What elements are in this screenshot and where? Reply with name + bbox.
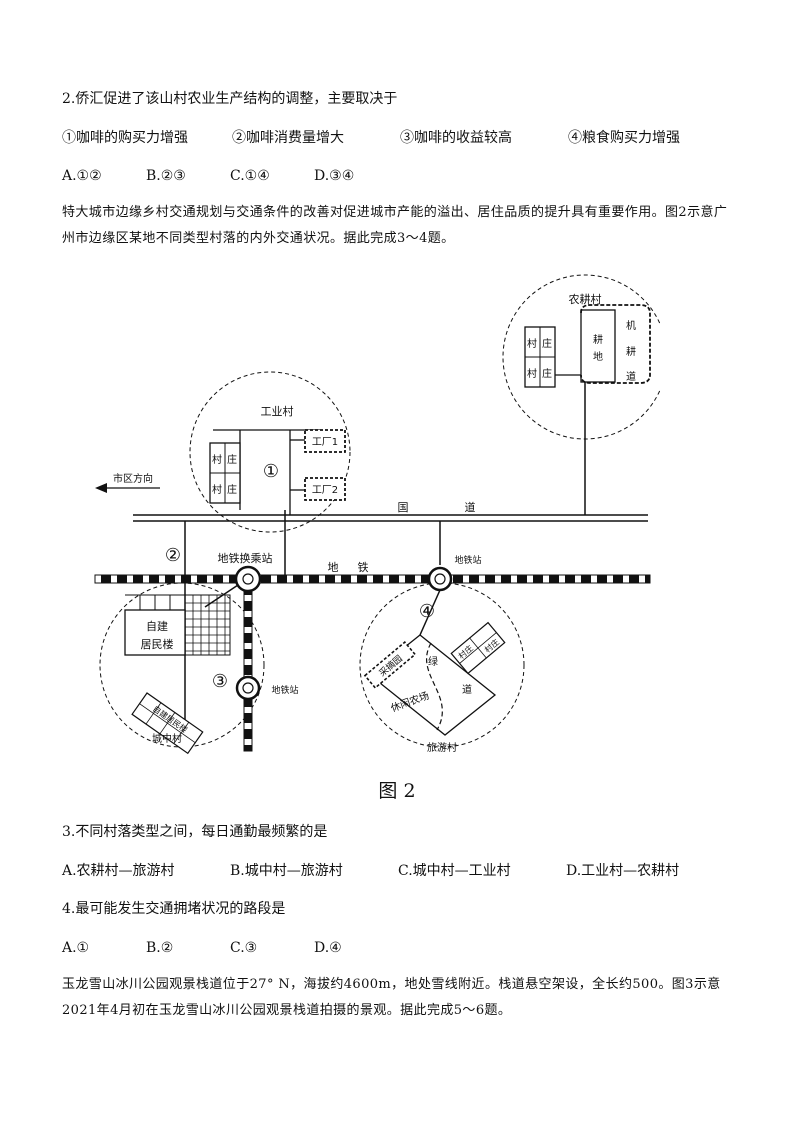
intro-paragraph-2: 玉龙雪山冰川公园观景栈道位于27° N，海拔约4600m，地处雪线附近。栈道悬空… xyxy=(62,977,721,1018)
svg-text:庄: 庄 xyxy=(542,337,552,350)
farmland xyxy=(580,309,616,383)
marker-1: ① xyxy=(263,461,279,482)
svg-text:庄: 庄 xyxy=(542,367,552,380)
svg-text:村: 村 xyxy=(212,453,222,466)
q2-item-3: ③咖啡的收益较高 xyxy=(400,130,512,146)
industrial-village-circle xyxy=(189,371,351,533)
q2-choice-c: C.①④ xyxy=(230,168,270,184)
q4-choice-d: D.④ xyxy=(314,940,342,956)
tourism-village-houses: 村庄 村庄 xyxy=(450,621,506,675)
svg-text:居民楼: 居民楼 xyxy=(141,637,174,651)
svg-text:地: 地 xyxy=(593,350,603,363)
transfer-station-label: 地铁换乘站 xyxy=(218,551,273,565)
q4-stem: 4.最可能发生交通拥堵状况的路段是 xyxy=(62,901,286,917)
svg-text:村: 村 xyxy=(527,337,537,350)
q2-choice-b: B.②③ xyxy=(146,168,186,184)
svg-text:工厂2: 工厂2 xyxy=(312,485,338,496)
svg-text:地铁站: 地铁站 xyxy=(454,554,481,566)
svg-text:机: 机 xyxy=(626,319,636,332)
q3-choice-b: B.城中村—旅游村 xyxy=(230,863,343,879)
svg-text:道: 道 xyxy=(626,370,636,383)
subway-branch xyxy=(243,582,253,752)
residential-grid xyxy=(184,594,231,656)
q2-item-2: ②咖啡消费量增大 xyxy=(232,130,344,146)
q3-choice-c: C.城中村—工业村 xyxy=(398,863,511,879)
q3-stem: 3.不同村落类型之间，每日通勤最频繁的是 xyxy=(62,824,328,840)
svg-text:地铁站: 地铁站 xyxy=(271,684,298,696)
q4-choice-a: A.① xyxy=(62,940,90,956)
svg-text:庄: 庄 xyxy=(227,453,237,466)
q2-item-4: ④粮食购买力增强 xyxy=(568,130,680,146)
self-built-residences-small: 自建居民楼 xyxy=(131,692,204,755)
q2-stem: 2.侨汇促进了该山村农业生产结构的调整，主要取决于 xyxy=(62,91,398,107)
q3-choice-d: D.工业村—农耕村 xyxy=(566,863,680,879)
svg-text:国: 国 xyxy=(398,501,409,514)
urban-village-label: 城中村 xyxy=(152,732,182,745)
svg-text:耕: 耕 xyxy=(626,345,636,358)
q4-choice-b: B.② xyxy=(146,940,174,956)
city-direction-label: 市区方向 xyxy=(113,472,153,485)
svg-text:地: 地 xyxy=(328,561,339,574)
marker-4: ④ xyxy=(419,601,435,622)
svg-text:村: 村 xyxy=(527,367,537,380)
marker-3: ③ xyxy=(212,671,228,692)
q2-choice-d: D.③④ xyxy=(314,168,355,184)
factory-2 xyxy=(304,477,346,501)
q2-item-1: ①咖啡的购买力增强 xyxy=(62,130,188,146)
svg-text:工厂1: 工厂1 xyxy=(312,437,338,448)
svg-text:绿: 绿 xyxy=(428,655,438,668)
factory-1 xyxy=(304,429,346,453)
q3-choice-a: A.农耕村—旅游村 xyxy=(62,863,175,879)
svg-text:自建: 自建 xyxy=(146,619,168,633)
tourism-village-label: 旅游村 xyxy=(427,741,457,754)
svg-text:村: 村 xyxy=(212,483,222,496)
figure-caption: 图 2 xyxy=(378,780,416,802)
svg-text:道: 道 xyxy=(462,683,472,696)
svg-text:耕: 耕 xyxy=(593,333,603,346)
industrial-village-label: 工业村 xyxy=(261,404,294,418)
green-path xyxy=(425,642,443,731)
q4-choice-c: C.③ xyxy=(230,940,258,956)
q2-choice-a: A.①② xyxy=(62,168,102,184)
svg-text:庄: 庄 xyxy=(227,483,237,496)
intro-paragraph-1: 特大城市边缘乡村交通规划与交通条件的改善对促进城市产能的溢出、居住品质的提升具有… xyxy=(62,205,728,246)
farm-village-label: 农耕村 xyxy=(569,292,602,306)
svg-text:道: 道 xyxy=(465,500,476,514)
figure-map: 农耕村 村 庄 村 庄 耕 地 机 耕 道 工业村 村 庄 村 庄 ① 工厂1 … xyxy=(94,274,660,755)
machine-farming-road xyxy=(580,304,651,384)
subway-line xyxy=(94,574,651,584)
marker-2: ② xyxy=(165,545,181,566)
svg-text:铁: 铁 xyxy=(358,561,369,574)
